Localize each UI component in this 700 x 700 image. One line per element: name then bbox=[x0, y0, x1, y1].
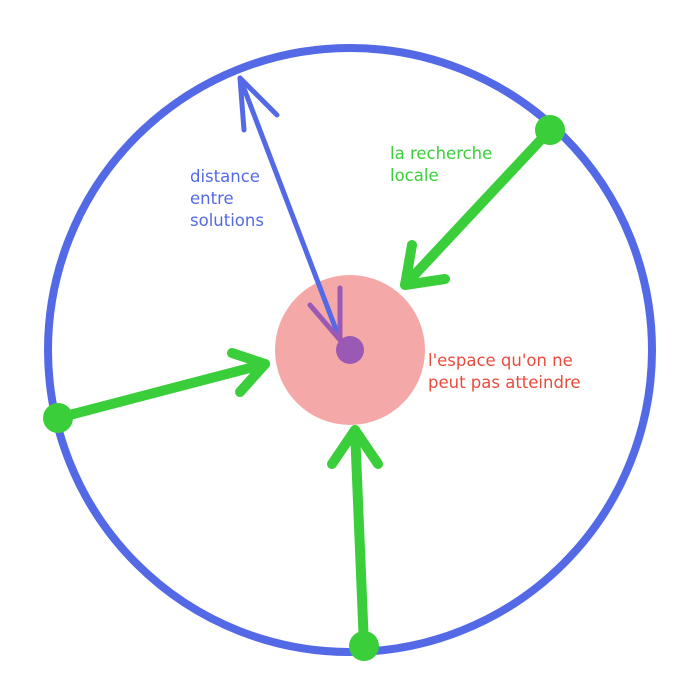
distance-label-line-1: distance bbox=[190, 167, 260, 186]
solution-dot-left bbox=[43, 403, 73, 433]
search-space-circle bbox=[44, 44, 656, 656]
distance-label-line-3: solutions bbox=[190, 211, 264, 230]
distance-arrowhead-outer bbox=[237, 75, 280, 133]
local-search-label-line-1: la recherche bbox=[390, 144, 492, 163]
unreachable-label-line-1: l'espace qu'on ne bbox=[428, 351, 573, 370]
local-search-label-line-2: locale bbox=[390, 166, 439, 185]
distance-arrowhead-inner bbox=[307, 285, 343, 343]
distance-label: distance entre solutions bbox=[190, 167, 265, 230]
unreachable-label-line-2: peut pas atteindre bbox=[428, 373, 581, 392]
distance-label-line-2: entre bbox=[190, 189, 234, 208]
solution-dot-top-right bbox=[535, 115, 565, 145]
unreachable-label: l'espace qu'on ne peut pas atteindre bbox=[428, 351, 581, 392]
distance-arrow bbox=[237, 75, 343, 343]
local-search-label: la recherche locale bbox=[390, 144, 498, 185]
local-search-arrow-top-right bbox=[400, 125, 555, 290]
local-search-arrow-bottom bbox=[327, 425, 383, 651]
local-search-arrows bbox=[53, 125, 555, 651]
local-search-arrow-left bbox=[53, 348, 270, 423]
solution-dot-bottom bbox=[349, 631, 379, 661]
center-dot bbox=[336, 336, 364, 364]
